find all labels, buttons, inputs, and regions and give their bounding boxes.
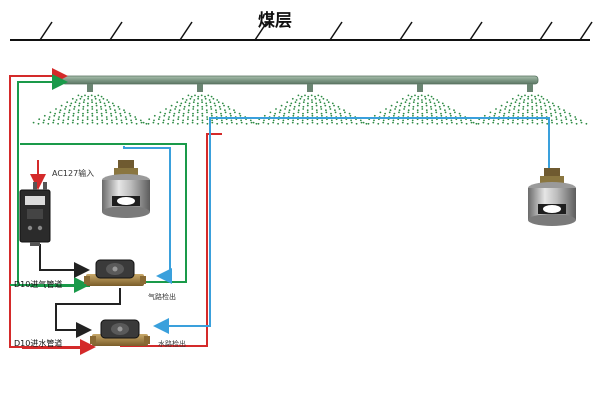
spray-nozzles (32, 84, 588, 125)
spray-nozzle-icon (472, 84, 588, 125)
gas-sensor-label: 气路检出 (148, 293, 176, 301)
flow-sensor-left-icon (102, 160, 150, 218)
spray-main-pipe (61, 75, 539, 85)
water-sensor-label: 水路检出 (158, 340, 186, 348)
blue-water-line (123, 117, 550, 334)
gas-inlet-pipe-label: D10进气管道 (14, 280, 63, 289)
spray-nozzle-icon (32, 84, 148, 125)
water-inlet-pipe-label: D10进水管道 (14, 339, 63, 348)
black-control-line (39, 244, 121, 338)
coal-seam-title: 煤层 (258, 11, 292, 31)
flow-sensor-right-icon (528, 168, 576, 226)
gas-solenoid-valve-icon (84, 259, 146, 286)
water-solenoid-valve-icon (90, 319, 150, 346)
explosion-proof-controller-icon (19, 182, 51, 246)
coal-seam-roof (10, 21, 593, 41)
spray-nozzle-icon (142, 84, 258, 125)
power-input-label: AC127输入 (52, 169, 95, 178)
